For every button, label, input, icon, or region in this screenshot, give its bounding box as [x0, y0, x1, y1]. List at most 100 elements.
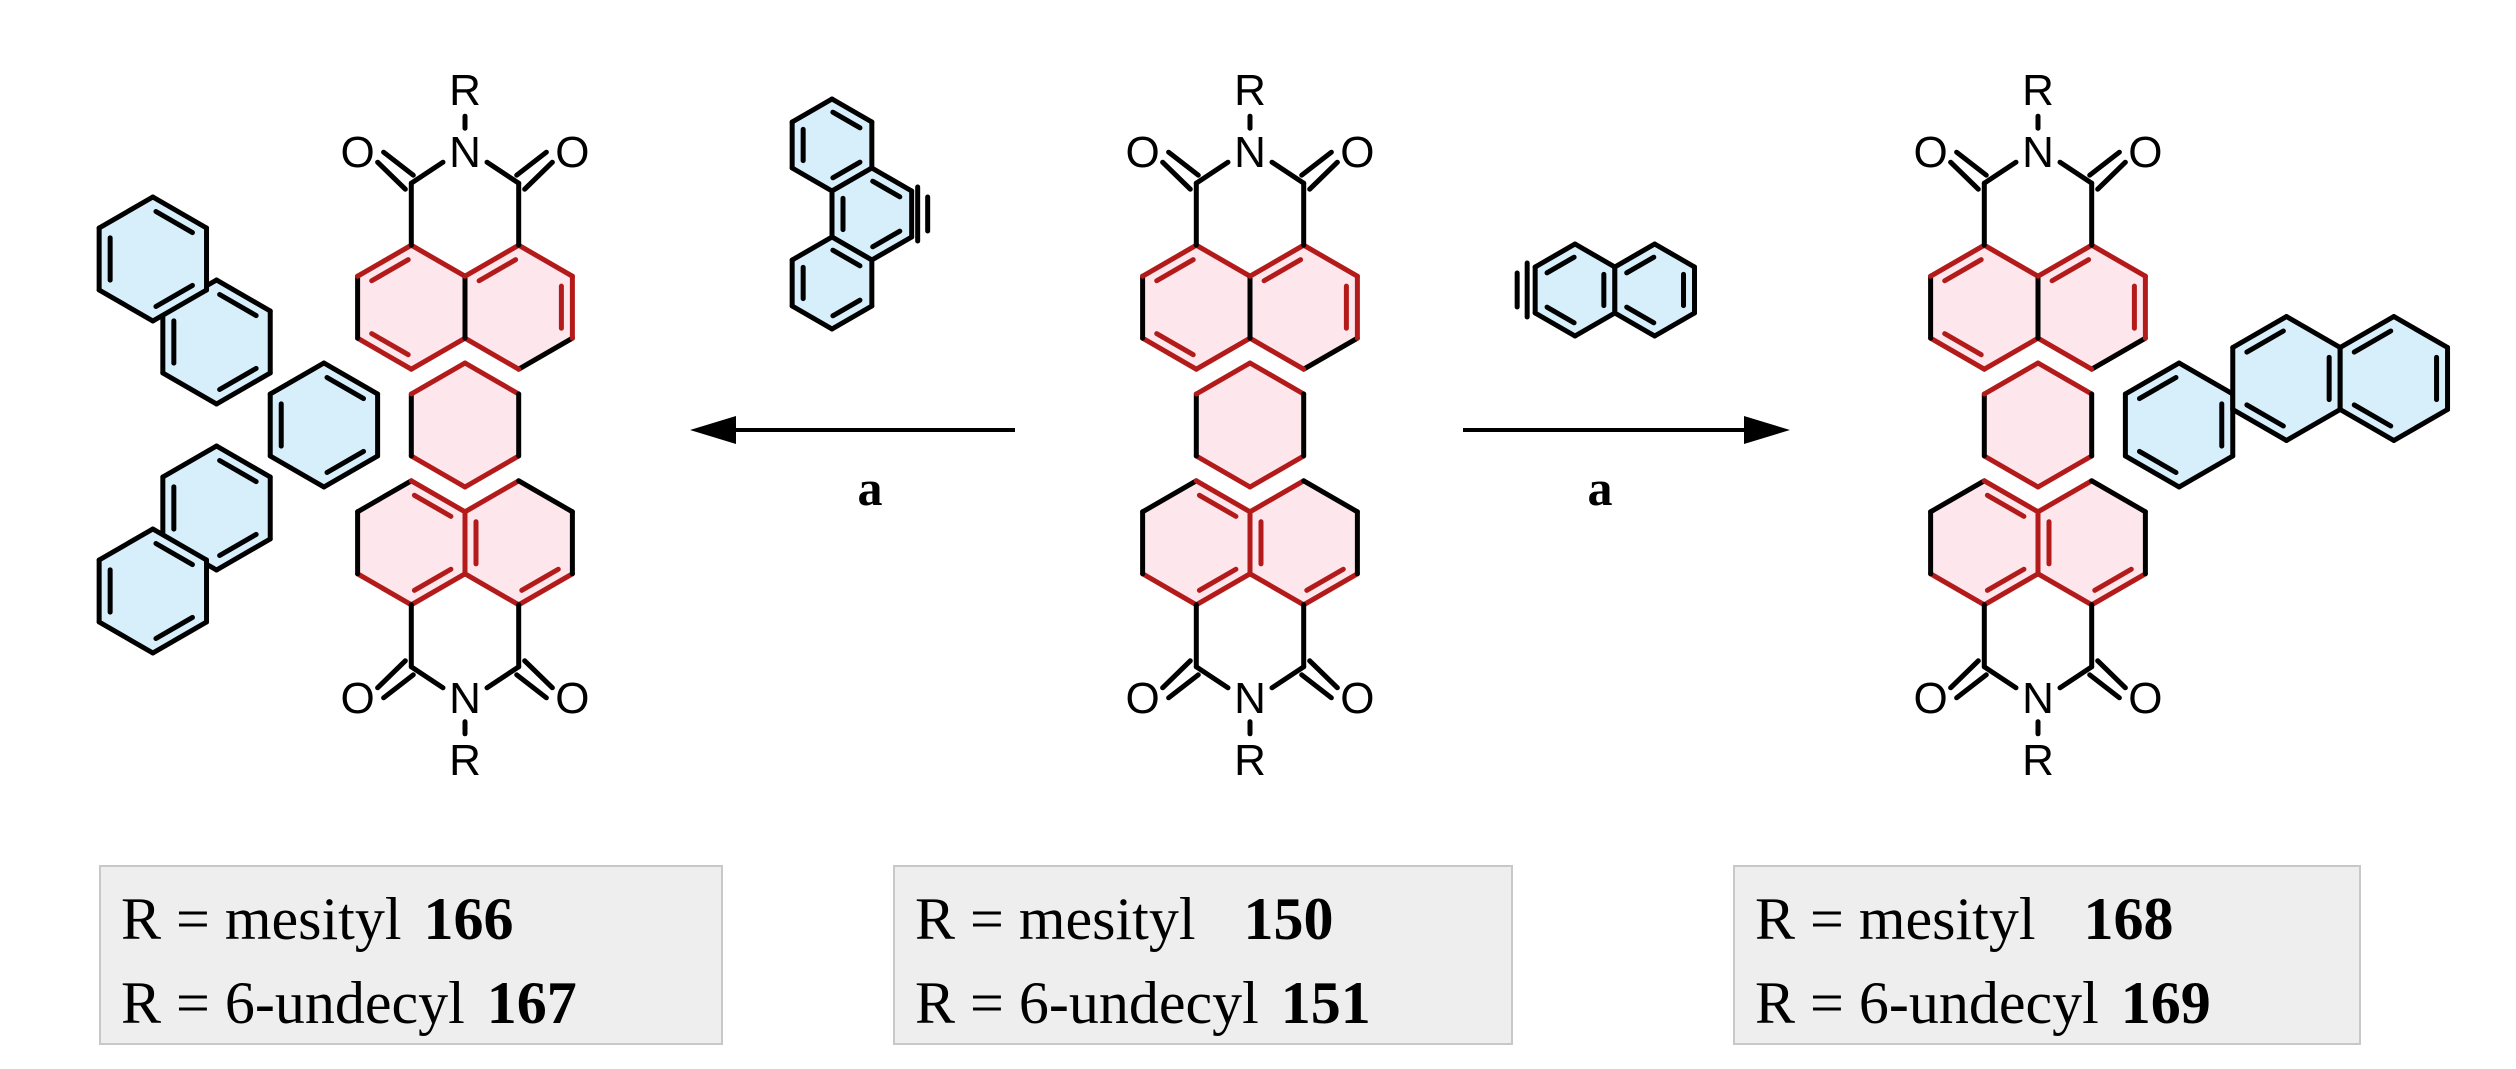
- bond: [2351, 402, 2394, 429]
- bond: [1942, 331, 1984, 358]
- r-group-label: R: [1234, 736, 1266, 785]
- bond: [267, 360, 327, 397]
- perylene-ring-fill: [1196, 363, 1304, 487]
- bond: [1247, 453, 1307, 490]
- bond: [355, 478, 414, 515]
- bond: [160, 370, 220, 407]
- bond: [462, 478, 522, 515]
- bond: [830, 247, 863, 269]
- bond: [1247, 478, 1307, 515]
- bond: [1301, 242, 1360, 279]
- compound-number: 166: [423, 886, 514, 952]
- bond: [2244, 328, 2286, 355]
- bond: [1652, 310, 1698, 339]
- perylene-ring-fill: [1984, 363, 2092, 487]
- bond: [1948, 658, 1981, 691]
- bond: [153, 208, 195, 236]
- nitrogen-atom: N: [1234, 128, 1266, 177]
- bond: [2035, 360, 2095, 397]
- bond: [1612, 310, 1658, 339]
- bond: [355, 335, 414, 372]
- bond: [829, 96, 875, 125]
- bond: [2089, 571, 2148, 608]
- perylene-ring-fill: [357, 480, 465, 605]
- compound-number: 169: [2120, 970, 2211, 1036]
- compound-row: R = mesityl 168: [1755, 877, 2339, 961]
- bond: [1307, 159, 1340, 192]
- bond: [1160, 159, 1193, 192]
- bond: [829, 234, 875, 263]
- nitrogen-atom: N: [449, 674, 481, 723]
- bond: [2283, 314, 2343, 350]
- bond: [1269, 159, 1307, 186]
- bond: [2230, 314, 2289, 350]
- bond: [829, 303, 875, 332]
- bond: [830, 159, 863, 181]
- bond: [462, 453, 522, 490]
- bond: [1154, 257, 1196, 284]
- bond: [519, 566, 561, 593]
- bond: [516, 335, 575, 372]
- bond: [1948, 159, 1981, 192]
- compound-number: 167: [486, 970, 577, 1036]
- bond: [214, 536, 273, 573]
- bond: [516, 571, 575, 608]
- bond: [2049, 257, 2092, 284]
- bond: [2391, 314, 2451, 350]
- added-ring-fill: [2340, 316, 2448, 441]
- bond: [1196, 492, 1239, 519]
- r-group-label: R: [2022, 736, 2054, 785]
- bond: [789, 303, 835, 332]
- bond: [514, 672, 549, 701]
- bond: [1572, 241, 1618, 270]
- bond: [153, 282, 195, 310]
- substituent-text: R = mesityl: [1755, 886, 2036, 952]
- bond: [217, 365, 259, 393]
- bond: [1193, 453, 1253, 490]
- bond: [355, 242, 414, 279]
- bond: [2351, 328, 2394, 355]
- oxygen-atom: O: [1125, 674, 1159, 723]
- bond: [2089, 335, 2148, 372]
- bond: [381, 149, 416, 178]
- oxygen-atom: O: [340, 674, 374, 723]
- bond: [1193, 242, 1253, 279]
- bond: [411, 566, 454, 593]
- bond: [522, 159, 555, 192]
- perylene-ring-fill: [1930, 245, 2038, 370]
- bond: [324, 448, 367, 476]
- bond: [1166, 149, 1201, 178]
- bond: [462, 335, 522, 372]
- bond: [869, 165, 915, 194]
- bond: [1247, 335, 1307, 372]
- compound-number: 151: [1280, 970, 1371, 1036]
- bond: [789, 96, 835, 125]
- compound-number: 168: [2083, 886, 2174, 952]
- bond: [1247, 571, 1307, 608]
- bond: [214, 370, 273, 407]
- perylene-ring-fill: [411, 363, 519, 487]
- bond: [1981, 335, 2041, 372]
- bond: [96, 526, 156, 563]
- added-ring-fill: [2232, 316, 2341, 441]
- oxygen-atom: O: [555, 674, 589, 723]
- bond: [1624, 254, 1657, 276]
- nitrogen-atom: N: [1234, 674, 1266, 723]
- arrow-right: [1463, 416, 1790, 444]
- bond: [2095, 658, 2128, 691]
- bond: [830, 297, 863, 319]
- bond: [516, 242, 575, 279]
- bond: [870, 228, 903, 250]
- bond: [1984, 566, 2027, 593]
- bond: [1304, 566, 1346, 593]
- bond: [1193, 571, 1253, 608]
- bond: [369, 257, 411, 284]
- bond: [153, 540, 195, 568]
